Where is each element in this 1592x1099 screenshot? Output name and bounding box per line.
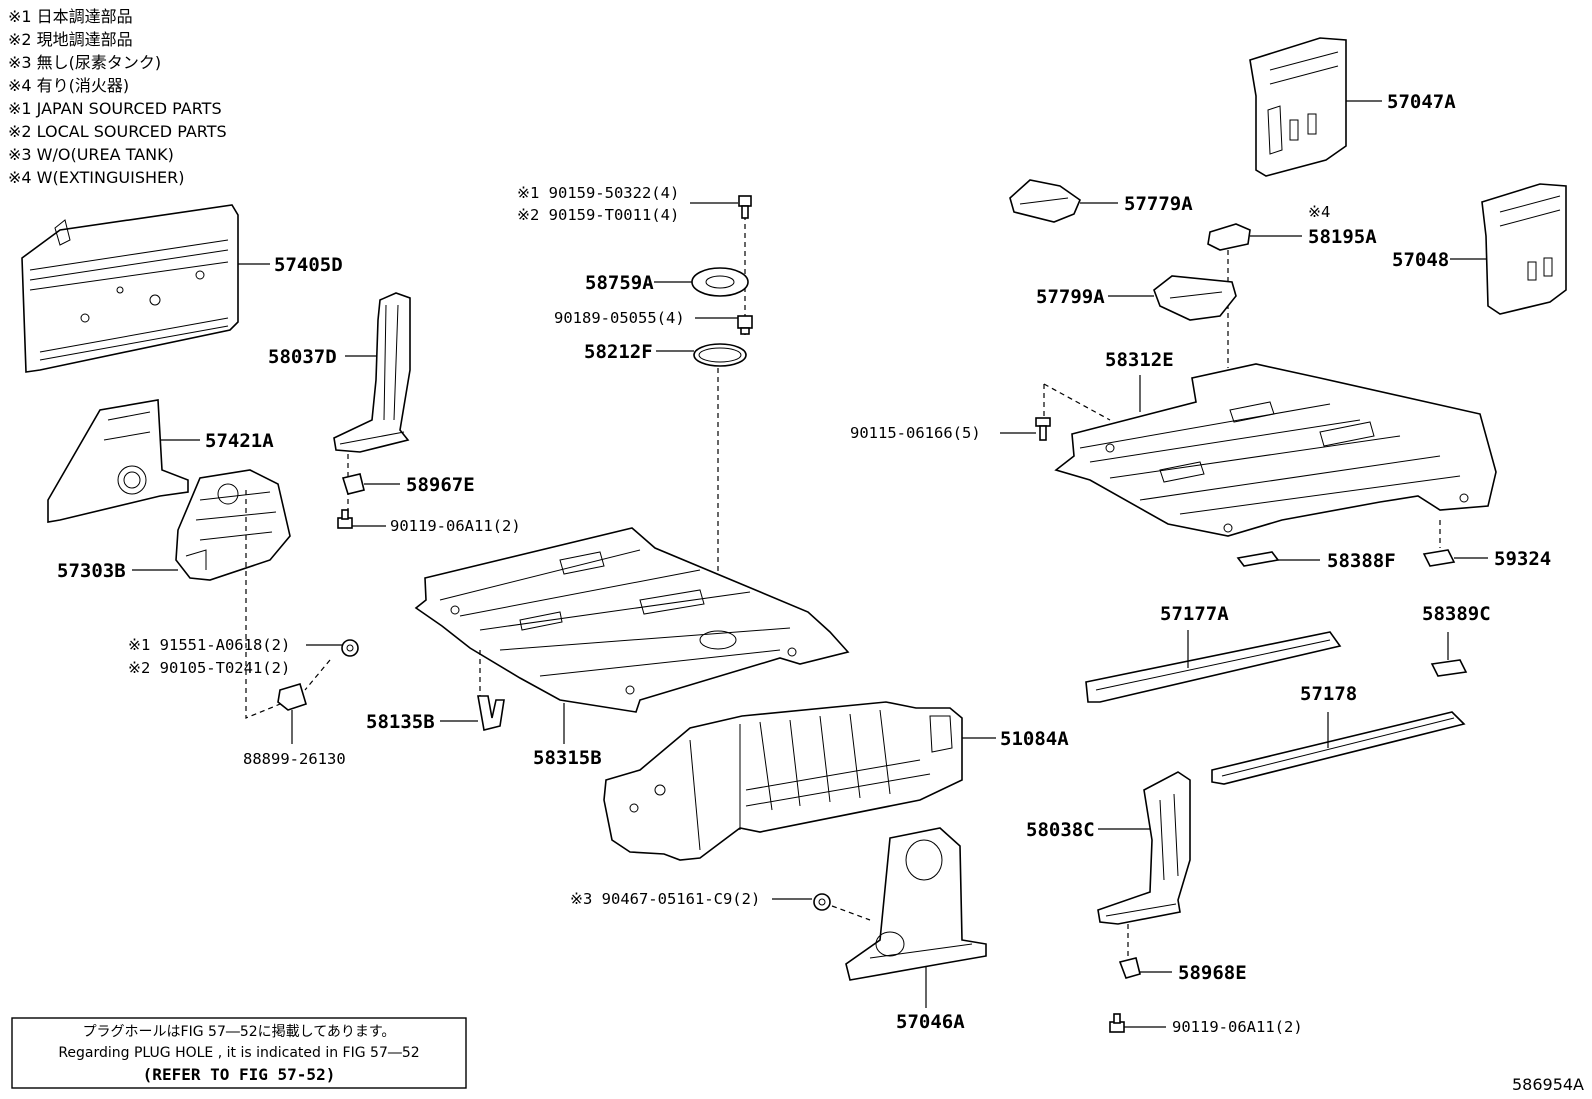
part-label-90115: 90115-06166(5) xyxy=(850,424,981,442)
legend-line: ※3 無し(尿素タンク) xyxy=(8,53,161,72)
pad-58388F-shape xyxy=(1236,551,1280,567)
part-57405D-drawing xyxy=(21,204,239,373)
part-label-57178: 57178 xyxy=(1300,683,1357,705)
pad-58389C-shape xyxy=(1430,659,1468,677)
part-label-57779A: 57779A xyxy=(1124,193,1193,215)
bracket-58135B-shape xyxy=(477,695,505,731)
part-label-90119-upper: 90119-06A11(2) xyxy=(390,517,521,535)
pad-59324-shape xyxy=(1422,549,1456,567)
part-note-mark-4: ※4 xyxy=(1308,203,1330,221)
floor-58312E-drawing xyxy=(1054,363,1497,537)
part-label-57177A: 57177A xyxy=(1160,603,1229,625)
cover-58759A-shape xyxy=(691,267,749,297)
legend-line: ※4 有り(消火器) xyxy=(8,76,129,95)
pillar-58038C-drawing xyxy=(1097,771,1191,925)
part-label-57048: 57048 xyxy=(1392,249,1449,271)
part-label-58388F: 58388F xyxy=(1327,550,1396,572)
floor-pan-58315B-drawing xyxy=(414,527,850,713)
figure-id: 586954A xyxy=(1512,1075,1584,1094)
part-label-57405D: 57405D xyxy=(274,254,343,276)
bracket-57799A-shape xyxy=(1153,275,1237,321)
part-label-58135B: 58135B xyxy=(366,711,435,733)
rail-57178-drawing xyxy=(1211,711,1466,785)
part-label-58389C: 58389C xyxy=(1422,603,1491,625)
part-58037D-drawing xyxy=(333,292,411,453)
legend-line: ※2 現地調達部品 xyxy=(8,30,133,49)
part-label-58195A: 58195A xyxy=(1308,226,1377,248)
bolt-90119-upper-shape xyxy=(337,509,353,529)
grommet-88899-shape xyxy=(277,683,307,711)
legend-line: ※1 JAPAN SOURCED PARTS xyxy=(8,99,222,118)
part-57303B-drawing xyxy=(175,469,291,581)
part-label-58037D: 58037D xyxy=(268,346,337,368)
panel-57048-drawing xyxy=(1481,183,1567,315)
panel-57047A-drawing xyxy=(1249,37,1347,177)
clip-58967E-shape xyxy=(341,473,365,495)
part-label-51084A: 51084A xyxy=(1000,728,1069,750)
legend-line: ※2 LOCAL SOURCED PARTS xyxy=(8,122,227,141)
part-label-58759A: 58759A xyxy=(585,272,654,294)
part-label-90159-jp: ※1 90159-50322(4) xyxy=(517,184,679,202)
refbox-line-en: Regarding PLUG HOLE , it is indicated in… xyxy=(58,1045,419,1061)
legend: ※1 日本調達部品 ※2 現地調達部品 ※3 無し(尿素タンク) ※4 有り(消… xyxy=(8,7,227,187)
part-label-57421A: 57421A xyxy=(205,430,274,452)
part-label-57047A: 57047A xyxy=(1387,91,1456,113)
part-label-90105: ※2 90105-T0241(2) xyxy=(128,659,290,677)
part-label-58038C: 58038C xyxy=(1026,819,1095,841)
clip-90467-shape xyxy=(813,893,831,911)
part-label-57303B: 57303B xyxy=(57,560,126,582)
legend-line: ※1 日本調達部品 xyxy=(8,7,133,26)
clip-58968E-shape xyxy=(1118,957,1141,979)
part-label-58212F: 58212F xyxy=(584,341,653,363)
legend-line: ※4 W(EXTINGUISHER) xyxy=(8,168,184,187)
reference-note-box: プラグホールはFIG 57―52に掲載してあります。 Regarding PLU… xyxy=(11,1017,467,1089)
pillar-57046A-drawing xyxy=(845,827,987,981)
bracket-57779A-shape xyxy=(1009,179,1081,223)
part-label-58968E: 58968E xyxy=(1178,962,1247,984)
part-label-58312E: 58312E xyxy=(1105,349,1174,371)
part-57421A-drawing xyxy=(47,399,189,523)
bolt-90115-shape xyxy=(1035,417,1051,441)
bolt-90159-shape xyxy=(738,195,752,219)
frame-51084A-drawing xyxy=(603,701,963,861)
part-label-58967E: 58967E xyxy=(406,474,475,496)
part-label-57046A: 57046A xyxy=(896,1011,965,1033)
part-label-90119-lower: 90119-06A11(2) xyxy=(1172,1018,1303,1036)
part-label-58315B: 58315B xyxy=(533,747,602,769)
bracket-58195A-shape xyxy=(1207,223,1251,251)
part-label-90189: 90189-05055(4) xyxy=(554,309,685,327)
part-label-91551: ※1 91551-A0618(2) xyxy=(128,636,290,654)
part-label-90159-local: ※2 90159-T0011(4) xyxy=(517,206,679,224)
part-label-88899: 88899-26130 xyxy=(243,750,346,768)
refbox-line-jp: プラグホールはFIG 57―52に掲載してあります。 xyxy=(83,1024,396,1040)
refbox-line-refer: (REFER TO FIG 57-52) xyxy=(143,1065,336,1084)
legend-line: ※3 W/O(UREA TANK) xyxy=(8,145,174,164)
nut-90189-shape xyxy=(737,315,753,335)
part-label-59324: 59324 xyxy=(1494,548,1551,570)
part-label-90467: ※3 90467-05161-C9(2) xyxy=(570,890,760,908)
bolt-90119-lower-shape xyxy=(1109,1013,1125,1033)
part-label-57799A: 57799A xyxy=(1036,286,1105,308)
gasket-58212F-shape xyxy=(693,343,747,367)
nut-91551-shape xyxy=(341,639,359,657)
rail-57177A-drawing xyxy=(1085,631,1342,703)
